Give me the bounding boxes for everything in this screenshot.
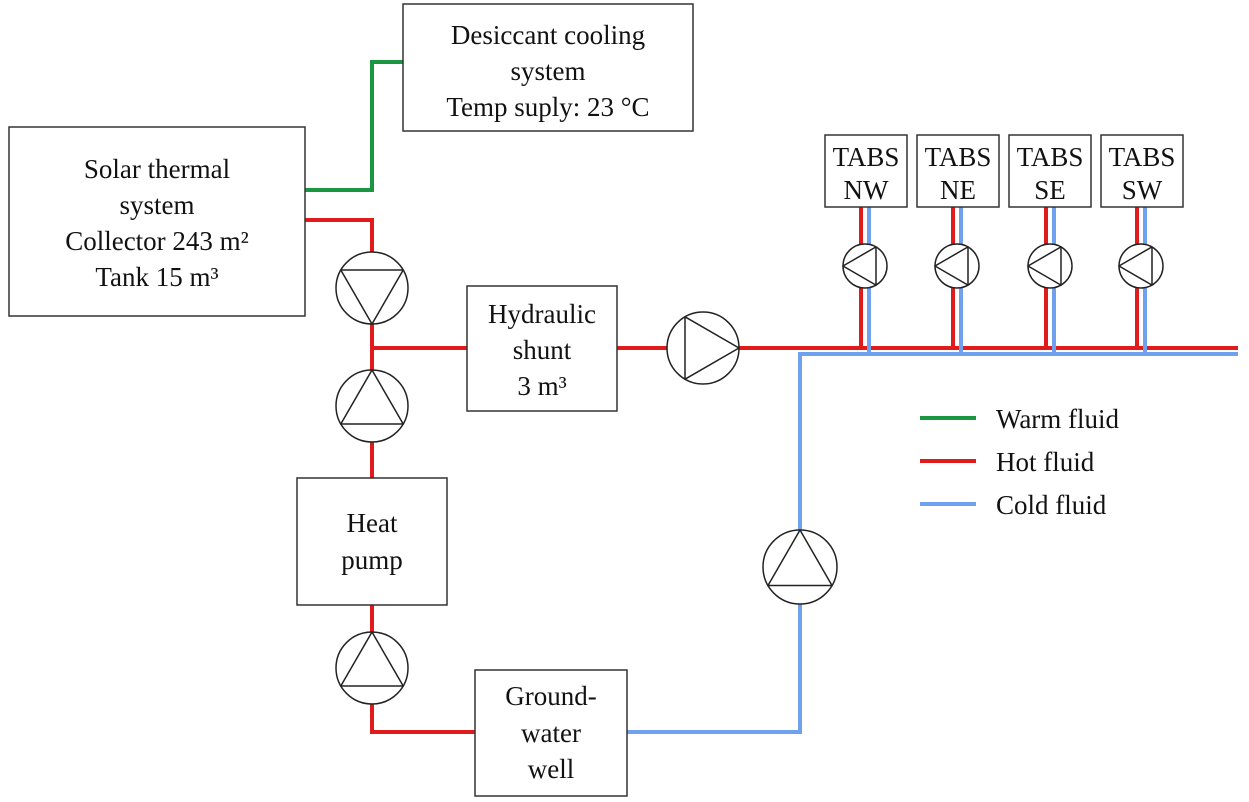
shunt-line-3: 3 m³ bbox=[517, 371, 566, 401]
well-line-2: water bbox=[521, 718, 581, 748]
tabs-sw-line-1: TABS bbox=[1109, 142, 1176, 172]
tabs-nw-line-2: NW bbox=[844, 175, 889, 205]
desiccant-line-3: Temp suply: 23 °C bbox=[446, 92, 649, 122]
legend-label-hot: Hot fluid bbox=[996, 447, 1095, 477]
pump-cold-riser-icon bbox=[762, 529, 838, 605]
pump-distribution-icon bbox=[666, 311, 740, 385]
shunt-line-1: Hydraulic bbox=[488, 299, 596, 329]
tabs-nw-box: TABS NW bbox=[824, 134, 908, 208]
tabs-ne-box: TABS NE bbox=[916, 134, 1000, 208]
legend-label-warm: Warm fluid bbox=[996, 404, 1120, 434]
pipes bbox=[305, 60, 1238, 734]
pump-heat-pump-upper-icon bbox=[335, 369, 409, 443]
heat-pump-line-1: Heat bbox=[347, 508, 398, 538]
tabs-sw-line-2: SW bbox=[1122, 175, 1163, 205]
shunt-line-2: shunt bbox=[513, 335, 572, 365]
pump-tabs-sw-icon bbox=[1118, 243, 1164, 289]
warm-pipe-solar-to-desiccant bbox=[305, 60, 403, 192]
tabs-se-line-1: TABS bbox=[1017, 142, 1084, 172]
tabs-ne-line-1: TABS bbox=[925, 142, 992, 172]
solar-line-4: Tank 15 m³ bbox=[95, 262, 218, 292]
solar-line-1: Solar thermal bbox=[84, 154, 230, 184]
tabs-sw-box: TABS SW bbox=[1100, 134, 1184, 208]
well-line-1: Ground- bbox=[505, 681, 596, 711]
pump-tabs-ne-icon bbox=[934, 243, 980, 289]
pump-solar-icon bbox=[335, 251, 409, 325]
pumps bbox=[335, 243, 1164, 705]
pump-heat-pump-lower-icon bbox=[335, 631, 409, 705]
desiccant-cooling-box: Desiccant cooling system Temp suply: 23 … bbox=[402, 3, 694, 132]
pump-tabs-nw-icon bbox=[842, 243, 888, 289]
legend-label-cold: Cold fluid bbox=[996, 490, 1107, 520]
pump-tabs-se-icon bbox=[1027, 243, 1073, 289]
heat-pump-box: Heat pump bbox=[296, 477, 448, 606]
tabs-se-box: TABS SE bbox=[1008, 134, 1092, 208]
hydraulic-shunt-box: Hydraulic shunt 3 m³ bbox=[466, 285, 618, 412]
solar-line-3: Collector 243 m² bbox=[65, 226, 249, 256]
desiccant-line-1: Desiccant cooling bbox=[451, 20, 645, 50]
tabs-nw-line-1: TABS bbox=[833, 142, 900, 172]
tabs-ne-line-2: NE bbox=[940, 175, 976, 205]
cold-pipe-well-to-header bbox=[627, 352, 1238, 734]
groundwater-well-box: Ground- water well bbox=[474, 669, 628, 797]
solar-thermal-box: Solar thermal system Collector 243 m² Ta… bbox=[8, 126, 306, 317]
tabs-se-line-2: SE bbox=[1034, 175, 1066, 205]
well-line-3: well bbox=[528, 754, 575, 784]
solar-line-2: system bbox=[119, 190, 194, 220]
heat-pump-line-2: pump bbox=[341, 545, 403, 575]
desiccant-line-2: system bbox=[510, 56, 585, 86]
legend: Warm fluid Hot fluid Cold fluid bbox=[920, 404, 1120, 520]
